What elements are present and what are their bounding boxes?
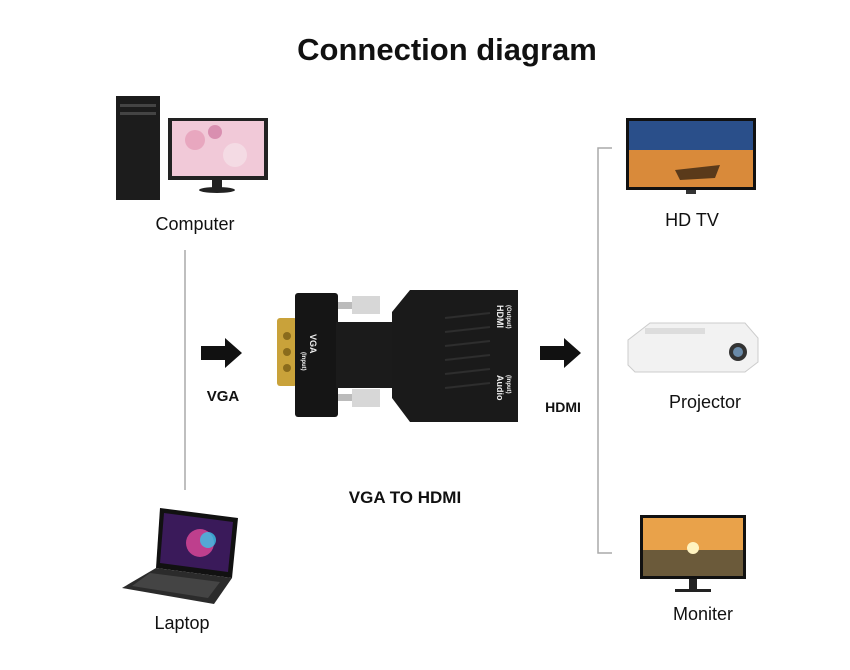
- port-label-hdmi-sub: (Output): [505, 305, 511, 329]
- tv-icon: [626, 118, 756, 194]
- projector-icon: [627, 322, 759, 373]
- computer-icon: [116, 96, 268, 200]
- port-label-vga-sub: (Input): [300, 352, 306, 371]
- port-label-vga: VGA: [308, 334, 318, 354]
- vga-to-hdmi-adapter: HDMI (Output) Audio (Input) VGA (Input): [277, 290, 518, 422]
- arrow-right-icon: [540, 338, 581, 368]
- label-hdmi: HDMI: [545, 399, 581, 415]
- laptop-icon: [122, 508, 238, 604]
- label-projector: Projector: [668, 392, 742, 412]
- label-vga: VGA: [206, 388, 240, 405]
- diagram-title: Connection diagram: [297, 32, 597, 67]
- monitor-icon: [640, 515, 746, 592]
- adapter-caption: VGA TO HDMI: [348, 488, 462, 507]
- port-label-hdmi: HDMI: [495, 305, 505, 328]
- port-label-audio: Audio: [495, 375, 505, 401]
- output-bracket-line: [597, 147, 612, 554]
- label-hd-tv: HD TV: [665, 210, 719, 230]
- port-label-audio-sub: (Input): [505, 375, 511, 394]
- label-monitor: Moniter: [672, 604, 734, 624]
- label-laptop: Laptop: [154, 613, 210, 633]
- arrow-right-icon: [201, 338, 242, 368]
- label-computer: Computer: [155, 214, 235, 234]
